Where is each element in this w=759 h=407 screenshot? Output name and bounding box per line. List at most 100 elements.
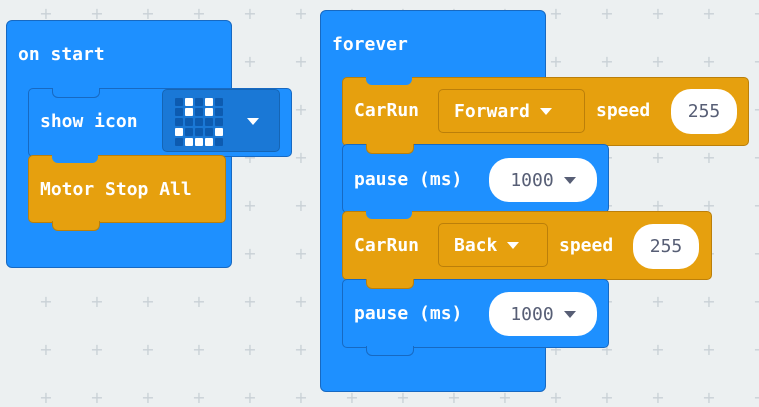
- led-pixel: [175, 138, 183, 146]
- grid-mark: +: [702, 148, 716, 167]
- grid-mark: +: [651, 148, 665, 167]
- chevron-down-icon: [539, 107, 552, 115]
- grid-mark: +: [600, 388, 614, 407]
- grid-mark: +: [752, 294, 759, 310]
- grid-mark: +: [141, 388, 155, 407]
- show-icon-notch: [52, 88, 100, 98]
- grid-mark: +: [702, 196, 716, 215]
- grid-mark: +: [752, 390, 759, 406]
- speed-label: speed: [596, 100, 651, 121]
- grid-mark: +: [752, 198, 759, 214]
- led-pixel: [195, 138, 203, 146]
- icon-picker-dropdown[interactable]: [162, 89, 280, 152]
- grid-mark: +: [141, 292, 155, 311]
- led-pixel: [185, 118, 193, 126]
- grid-mark: +: [39, 388, 53, 407]
- grid-mark: +: [600, 52, 614, 71]
- led-pixel: [195, 98, 203, 106]
- grid-mark: +: [549, 388, 563, 407]
- on-start-label: on start: [18, 44, 105, 65]
- grid-mark: +: [549, 4, 563, 23]
- grid-mark: +: [651, 292, 665, 311]
- led-pixel: [175, 98, 183, 106]
- led-pixel: [215, 98, 223, 106]
- grid-mark: +: [600, 4, 614, 23]
- speed-label: speed: [559, 235, 614, 256]
- grid-mark: +: [294, 292, 308, 311]
- carrun-forward-label: CarRun: [354, 100, 420, 121]
- grid-mark: +: [651, 4, 665, 23]
- pause-label: pause (ms): [354, 169, 463, 190]
- direction-dropdown-forward[interactable]: Forward: [438, 89, 585, 133]
- grid-mark: +: [192, 292, 206, 311]
- led-pixel: [215, 128, 223, 136]
- grid-mark: +: [243, 340, 257, 359]
- chevron-down-icon: [563, 310, 576, 318]
- grid-mark: +: [243, 4, 257, 23]
- grid-mark: +: [243, 196, 257, 215]
- grid-mark: +: [702, 292, 716, 311]
- grid-mark: +: [192, 340, 206, 359]
- led-pixel: [185, 128, 193, 136]
- motor-stop-all-block[interactable]: [28, 155, 226, 223]
- speed-input[interactable]: 255: [633, 224, 699, 269]
- grid-mark: +: [345, 388, 359, 407]
- grid-mark: +: [651, 388, 665, 407]
- grid-mark: +: [294, 388, 308, 407]
- grid-mark: +: [294, 4, 308, 23]
- grid-mark: +: [39, 4, 53, 23]
- pause-value: 1000: [510, 169, 554, 191]
- carrun-forward-notch: [366, 77, 412, 85]
- led-pixel: [195, 128, 203, 136]
- pause-duration-dropdown[interactable]: 1000: [489, 158, 597, 202]
- led-pixel: [205, 98, 213, 106]
- carrun-back-label: CarRun: [354, 235, 420, 256]
- led-pixel: [185, 138, 193, 146]
- grid-mark: +: [39, 340, 53, 359]
- pause-value: 1000: [510, 303, 554, 325]
- chevron-down-icon: [507, 241, 520, 249]
- led-pixel: [175, 108, 183, 116]
- speed-value: 255: [687, 101, 721, 122]
- pause-2-notch: [366, 279, 414, 289]
- grid-mark: +: [294, 196, 308, 215]
- chevron-down-icon: [247, 118, 259, 125]
- direction-dropdown-back[interactable]: Back: [438, 223, 548, 267]
- grid-mark: +: [702, 4, 716, 23]
- grid-mark: +: [447, 388, 461, 407]
- grid-mark: +: [90, 388, 104, 407]
- grid-mark: +: [294, 340, 308, 359]
- grid-mark: +: [243, 292, 257, 311]
- speed-input[interactable]: 255: [671, 89, 737, 134]
- grid-mark: +: [396, 388, 410, 407]
- led-pixel: [195, 118, 203, 126]
- grid-mark: +: [651, 340, 665, 359]
- pause-label: pause (ms): [354, 303, 463, 324]
- grid-mark: +: [294, 100, 308, 119]
- led-pixel: [215, 118, 223, 126]
- pause-duration-dropdown[interactable]: 1000: [489, 292, 597, 336]
- led-pixel: [175, 128, 183, 136]
- led-pixel: [205, 118, 213, 126]
- direction-value: Back: [454, 234, 498, 256]
- grid-mark: +: [141, 340, 155, 359]
- led-pixel: [215, 138, 223, 146]
- grid-mark: +: [549, 52, 563, 71]
- grid-mark: +: [752, 54, 759, 70]
- grid-mark: +: [651, 52, 665, 71]
- carrun-back-notch: [366, 211, 412, 219]
- grid-mark: +: [294, 244, 308, 263]
- grid-mark: +: [90, 4, 104, 23]
- grid-mark: +: [752, 6, 759, 22]
- motor-stop-all-label: Motor Stop All: [40, 179, 192, 200]
- pause-block-2[interactable]: [342, 279, 609, 348]
- led-pixel: [175, 118, 183, 126]
- grid-mark: +: [192, 4, 206, 23]
- led-pixel: [195, 108, 203, 116]
- speed-value: 255: [649, 236, 683, 257]
- grid-mark: +: [498, 388, 512, 407]
- grid-mark: +: [752, 150, 759, 166]
- grid-mark: +: [752, 102, 759, 118]
- grid-mark: +: [702, 52, 716, 71]
- show-icon-label: show icon: [40, 111, 138, 132]
